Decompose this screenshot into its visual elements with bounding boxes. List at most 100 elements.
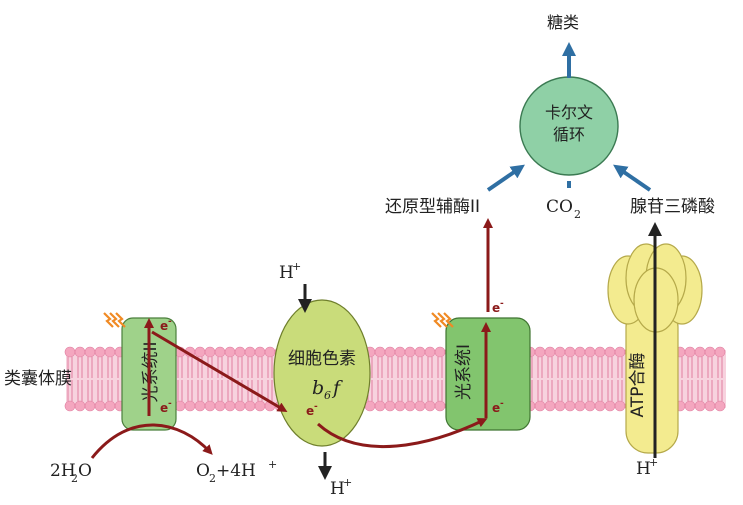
lipid-head: [544, 346, 556, 358]
svg-text:H: H: [636, 459, 651, 479]
nadph-input-arrow: [486, 164, 525, 192]
lipid-head: [214, 346, 226, 358]
lipid-head: [584, 346, 596, 358]
lipid-head: [374, 346, 386, 358]
lipid-head: [714, 346, 726, 358]
lipid-head: [94, 346, 106, 358]
svg-text:2: 2: [71, 472, 78, 485]
electron-label: e -: [160, 399, 172, 415]
lipid-head: [434, 400, 446, 412]
electron-label: e -: [492, 299, 504, 315]
lipid-head: [374, 400, 386, 412]
svg-text:O: O: [196, 461, 210, 481]
lipid-head: [694, 400, 706, 412]
psii-label: 光系统II: [141, 341, 161, 402]
lipid-head: [404, 400, 416, 412]
cytochrome-label: 细胞色素: [288, 349, 356, 369]
svg-text:+: +: [649, 456, 658, 469]
water-splitting-arrow: [90, 423, 213, 459]
lipid-head: [604, 346, 616, 358]
calvin-label-line1: 卡尔文: [545, 103, 593, 122]
lipid-head: [564, 400, 576, 412]
svg-text:+: +: [343, 476, 352, 489]
sugar-label: 糖类: [547, 13, 579, 32]
lipid-head: [244, 400, 256, 412]
atp-input-arrow: [613, 164, 652, 192]
svg-text:e: e: [306, 404, 314, 418]
lipid-head: [554, 346, 566, 358]
lipid-head: [224, 400, 236, 412]
lipid-head: [534, 400, 546, 412]
cytochrome-subscript: 6: [324, 389, 331, 402]
lipid-head: [584, 400, 596, 412]
cytochrome-to-psi-arrow: [316, 418, 488, 449]
lipid-head: [604, 400, 616, 412]
atp-synthase: ATP合酶: [607, 222, 703, 458]
lipid-head: [84, 346, 96, 358]
lipid-head: [614, 400, 626, 412]
lipid-head: [184, 400, 196, 412]
lipid-head: [694, 346, 706, 358]
lipid-head: [594, 400, 606, 412]
proton-label: H +: [279, 260, 301, 283]
lipid-head: [554, 400, 566, 412]
lipid-head: [384, 346, 396, 358]
svg-text:-: -: [500, 399, 504, 409]
svg-text:H: H: [330, 479, 345, 499]
lipid-head: [64, 346, 76, 358]
lipid-head: [234, 400, 246, 412]
light-bolt-icon: [103, 312, 126, 328]
lipid-head: [704, 346, 716, 358]
lipid-head: [104, 346, 116, 358]
lipid-head: [574, 400, 586, 412]
cytochrome-b6f: 细胞色素 b 6 f: [273, 299, 371, 447]
lipid-head: [574, 346, 586, 358]
calvin-cycle: 卡尔文 循环: [519, 76, 619, 176]
svg-text:+: +: [268, 458, 277, 471]
calvin-label-line2: 循环: [553, 125, 585, 144]
lipid-head: [394, 400, 406, 412]
oxygen-label: O 2 +4H +: [196, 458, 277, 485]
lipid-head: [384, 400, 396, 412]
lipid-head: [544, 400, 556, 412]
svg-text:+: +: [292, 260, 301, 273]
lipid-head: [84, 400, 96, 412]
svg-text:-: -: [314, 402, 318, 412]
electron-label: e -: [492, 399, 504, 415]
lipid-head: [704, 400, 716, 412]
lipid-head: [94, 400, 106, 412]
svg-text:2: 2: [209, 472, 216, 485]
co2-subscript: 2: [574, 208, 581, 221]
lipid-head: [224, 346, 236, 358]
lipid-head: [74, 346, 86, 358]
lipid-head: [244, 346, 256, 358]
lipid-head: [204, 400, 216, 412]
svg-text:-: -: [168, 317, 172, 327]
water-label: 2H 2 O: [50, 461, 92, 485]
lipid-head: [714, 400, 726, 412]
lipid-head: [614, 346, 626, 358]
lipid-head: [684, 346, 696, 358]
psi-body: [445, 317, 531, 431]
electron-label: e -: [160, 317, 172, 333]
nadph-label: 还原型辅酶II: [385, 197, 480, 217]
svg-text:H: H: [279, 263, 294, 283]
membrane-label: 类囊体膜: [4, 369, 72, 389]
svg-text:-: -: [500, 299, 504, 309]
lipid-head: [254, 346, 266, 358]
svg-text:e: e: [492, 301, 500, 315]
lipid-head: [214, 400, 226, 412]
co2-label: CO: [546, 197, 573, 217]
lipid-head: [64, 400, 76, 412]
atp-label: 腺苷三磷酸: [630, 197, 715, 217]
lipid-head: [234, 346, 246, 358]
lipid-head: [424, 346, 436, 358]
svg-text:O: O: [78, 461, 92, 481]
cytochrome-b: b: [312, 377, 324, 399]
lipid-head: [204, 346, 216, 358]
lipid-head: [404, 346, 416, 358]
lipid-head: [434, 346, 446, 358]
cytochrome-body: [273, 299, 371, 447]
